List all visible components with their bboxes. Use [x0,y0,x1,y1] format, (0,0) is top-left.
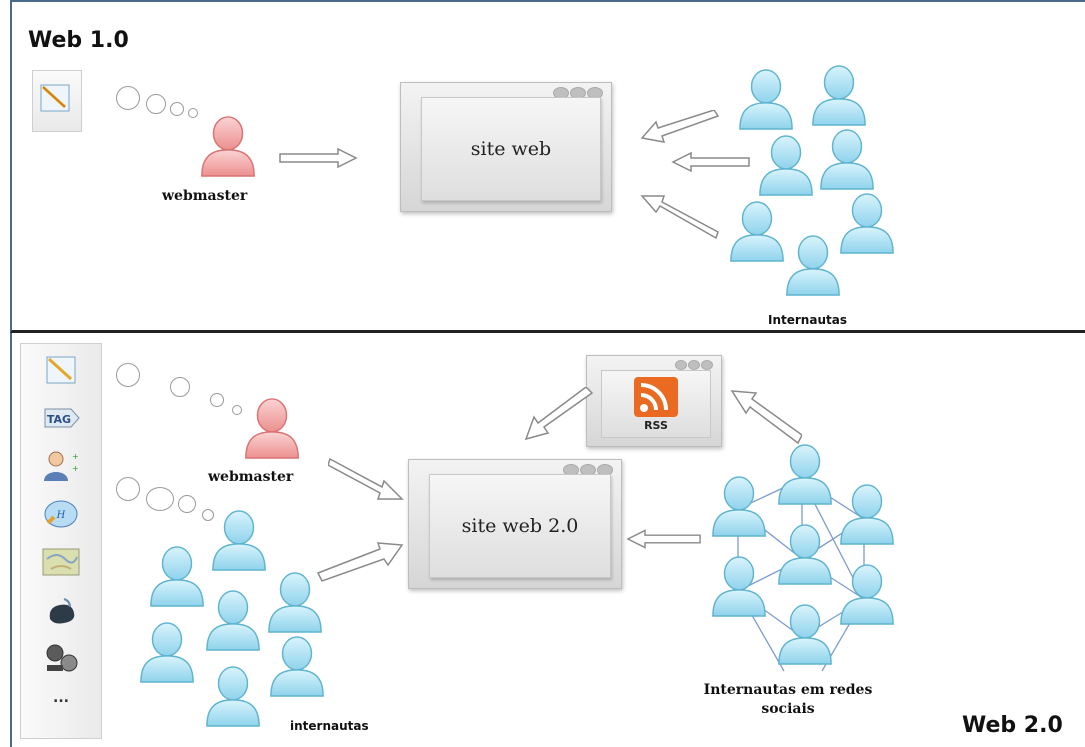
web1-panel: Web 1.0 webmaster site web Internautas [10,0,1085,333]
web1-title: Web 1.0 [28,28,129,53]
rss-label: RSS [644,418,668,432]
rss-window: RSS [586,355,722,447]
user-chat-icon: ++ [41,448,81,484]
thought-bubble [116,86,140,110]
thought-bubble [170,377,190,397]
thought-bubble [210,393,224,407]
thought-bubble [146,94,166,114]
user-icon [838,563,896,625]
user-icon [776,603,834,665]
social-network-label: Internautas em redes sociais [688,681,888,719]
user-icon [784,234,842,296]
site-web-label: site web [421,97,601,201]
thought-bubble [178,495,196,513]
webmaster-icon [242,397,302,459]
web2-panel: TAG ++ H ... webmaster [10,333,1085,747]
webmaster-label: webmaster [162,188,248,204]
thought-bubble [116,363,140,387]
thought-bubble [232,405,242,415]
rss-icon [634,376,678,417]
thought-bubble [202,509,214,521]
user-icon [757,134,815,196]
user-icon [710,475,768,537]
user-icon [266,571,324,633]
messenger-icon: H [41,496,81,532]
film-icon [41,640,81,676]
arrow-left [524,387,594,441]
thought-bubble [170,102,184,116]
user-icon [776,523,834,585]
tag-icon: TAG [41,400,81,436]
arrow-left [640,110,720,143]
user-icon [838,483,896,545]
map-icon [41,544,81,580]
arrow-right [316,542,404,582]
user-icon [210,509,268,571]
arrow-left [626,529,701,549]
user-icon [268,635,326,697]
user-icon [737,68,795,130]
user-icon [204,665,262,727]
users-label: Internautas [768,313,847,327]
svg-text:+: + [72,452,79,461]
window-buttons [553,87,603,99]
tools-toolbar: TAG ++ H ... [20,343,102,739]
site-web2-label: site web 2.0 [429,474,611,578]
webmaster-label: webmaster [208,469,294,485]
thought-bubble [188,108,198,118]
svg-text:H: H [56,510,66,521]
internautas-label: internautas [290,719,369,733]
phone-icon [41,592,81,628]
arrow-left [671,152,750,172]
user-icon [204,589,262,651]
webmaster-icon [198,115,258,177]
user-icon [710,555,768,617]
arrow-right [278,148,358,168]
user-icon [728,200,786,262]
thought-bubble [116,477,140,501]
more-tools: ... [53,690,69,706]
arrow-left [640,195,719,240]
user-icon [138,621,196,683]
social-label-line2: sociais [761,701,815,717]
rss-panel: RSS [601,370,711,438]
user-icon [148,545,206,607]
site-web2-window: site web 2.0 [408,459,622,589]
user-icon [810,64,868,126]
thought-bubble [146,487,174,511]
arrow-right [328,457,404,500]
user-icon [818,128,876,190]
window-buttons [675,360,713,370]
web2-title: Web 2.0 [962,713,1063,738]
notepad-icon [32,70,82,132]
notepad-icon [41,352,81,388]
user-icon [838,192,896,254]
tag-icon-text: TAG [47,413,71,426]
social-label-line1: Internautas em redes [703,682,873,698]
user-icon [776,443,834,505]
arrow-up [730,390,802,445]
svg-text:+: + [72,464,79,473]
site-web-window: site web [400,82,612,212]
